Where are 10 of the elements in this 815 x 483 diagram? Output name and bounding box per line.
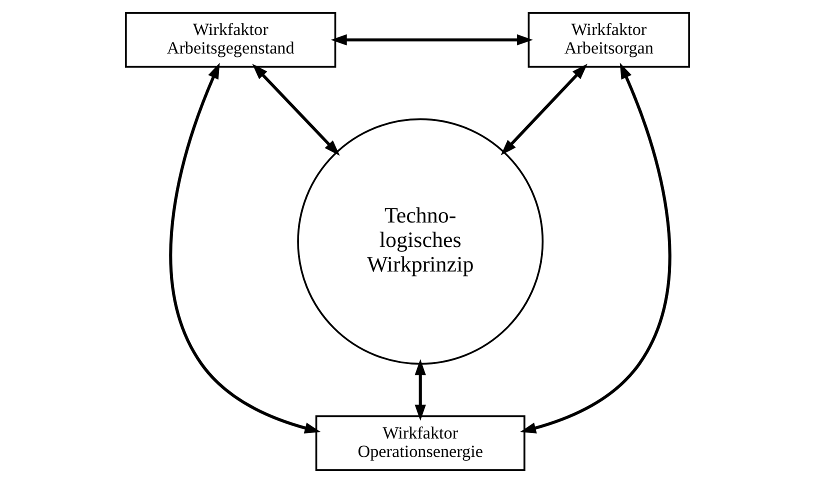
arrow <box>169 62 321 434</box>
arrow <box>330 34 533 46</box>
node-box: Wirkfaktor Arbeitsgegenstand <box>124 12 336 68</box>
node-box: Wirkfaktor Arbeitsorgan <box>528 12 690 68</box>
node-box: Wirkfaktor Operationsenergie <box>315 415 526 471</box>
arrow <box>520 62 672 434</box>
arrow <box>252 64 340 156</box>
node-circle: Techno- logisches Wirkprinzip <box>297 118 544 365</box>
arrow <box>500 64 588 156</box>
arrow <box>414 359 426 421</box>
